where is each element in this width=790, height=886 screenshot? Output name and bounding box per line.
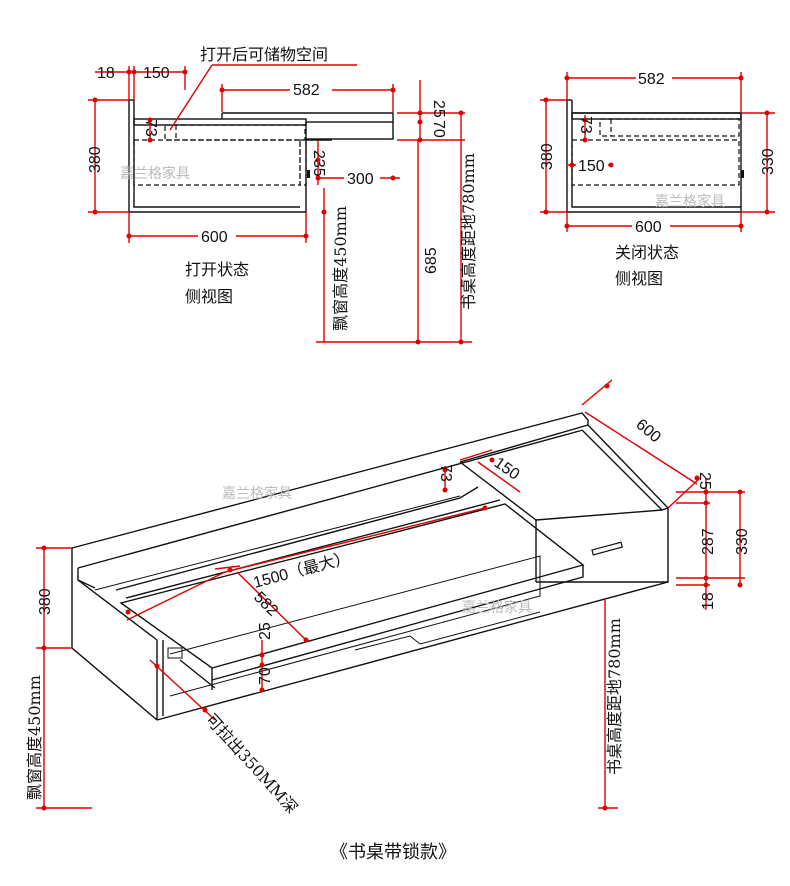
dim-73-open: 73 bbox=[142, 119, 159, 137]
pull-out-depth: 可拉出350MM深 bbox=[202, 710, 301, 817]
dim-235-open: 235 bbox=[310, 150, 327, 177]
dim-150-closed: 150 bbox=[578, 158, 605, 175]
dim-70-open: 70 bbox=[430, 120, 447, 138]
open-view-label-1: 打开状态 bbox=[185, 260, 249, 279]
closed-state-side-view: 582 380 73 150 330 600 关闭状态 侧视图 嘉兰格家具 bbox=[539, 70, 777, 288]
dim-380-iso: 380 bbox=[37, 588, 54, 615]
dim-287-iso: 287 bbox=[700, 528, 717, 555]
dim-600-open: 600 bbox=[201, 229, 228, 246]
dim-300-open: 300 bbox=[347, 171, 374, 188]
open-view-label-2: 侧视图 bbox=[185, 287, 233, 306]
dim-18-top: 18 bbox=[97, 65, 115, 82]
dim-330-iso: 330 bbox=[734, 528, 751, 555]
dim-582-iso: 582 bbox=[250, 589, 281, 620]
dim-685-open: 685 bbox=[423, 247, 440, 274]
caption: 《书桌带锁款》 bbox=[330, 842, 456, 863]
storage-note: 打开后可储物空间 bbox=[200, 45, 328, 64]
bay-window-height-iso: 飘窗高度450mm bbox=[25, 675, 44, 800]
watermark-4: 嘉兰格家具 bbox=[462, 599, 532, 616]
dim-18-iso: 18 bbox=[700, 592, 717, 610]
dim-582-closed: 582 bbox=[638, 71, 665, 88]
dim-73-iso: 73 bbox=[437, 464, 454, 482]
watermark-2: 嘉兰格家具 bbox=[655, 193, 725, 210]
dim-25-open: 25 bbox=[430, 100, 447, 118]
isometric-view: 600 73 150 25 287 330 18 1500（最大） 582 bbox=[25, 379, 751, 817]
dim-582-open: 582 bbox=[293, 82, 320, 99]
dim-380-open: 380 bbox=[87, 146, 104, 173]
open-state-side-view: 18 150 打开后可储物空间 582 25 70 73 380 235 bbox=[87, 45, 478, 345]
dim-25-iso: 25 bbox=[696, 472, 713, 490]
closed-view-label-1: 关闭状态 bbox=[615, 243, 679, 262]
max-length: 1500（最大） bbox=[251, 549, 352, 592]
watermark-1: 嘉兰格家具 bbox=[120, 165, 190, 182]
closed-view-label-2: 侧视图 bbox=[615, 269, 663, 288]
watermark-3: 嘉兰格家具 bbox=[222, 485, 292, 502]
dim-600-closed: 600 bbox=[635, 219, 662, 236]
bay-window-height-open: 飘窗高度450mm bbox=[331, 206, 350, 331]
dim-25-iso-2: 25 bbox=[257, 622, 274, 640]
desk-height-iso: 书桌高度距地780mm bbox=[605, 618, 624, 775]
dim-150-iso: 150 bbox=[491, 454, 523, 483]
dim-150-top: 150 bbox=[143, 65, 170, 82]
dim-330-closed: 330 bbox=[760, 148, 777, 175]
dim-70-iso: 70 bbox=[257, 667, 274, 685]
desk-height-open: 书桌高度距地780mm bbox=[459, 153, 478, 310]
dim-380-closed: 380 bbox=[539, 143, 556, 170]
dim-73-closed: 73 bbox=[577, 116, 594, 134]
